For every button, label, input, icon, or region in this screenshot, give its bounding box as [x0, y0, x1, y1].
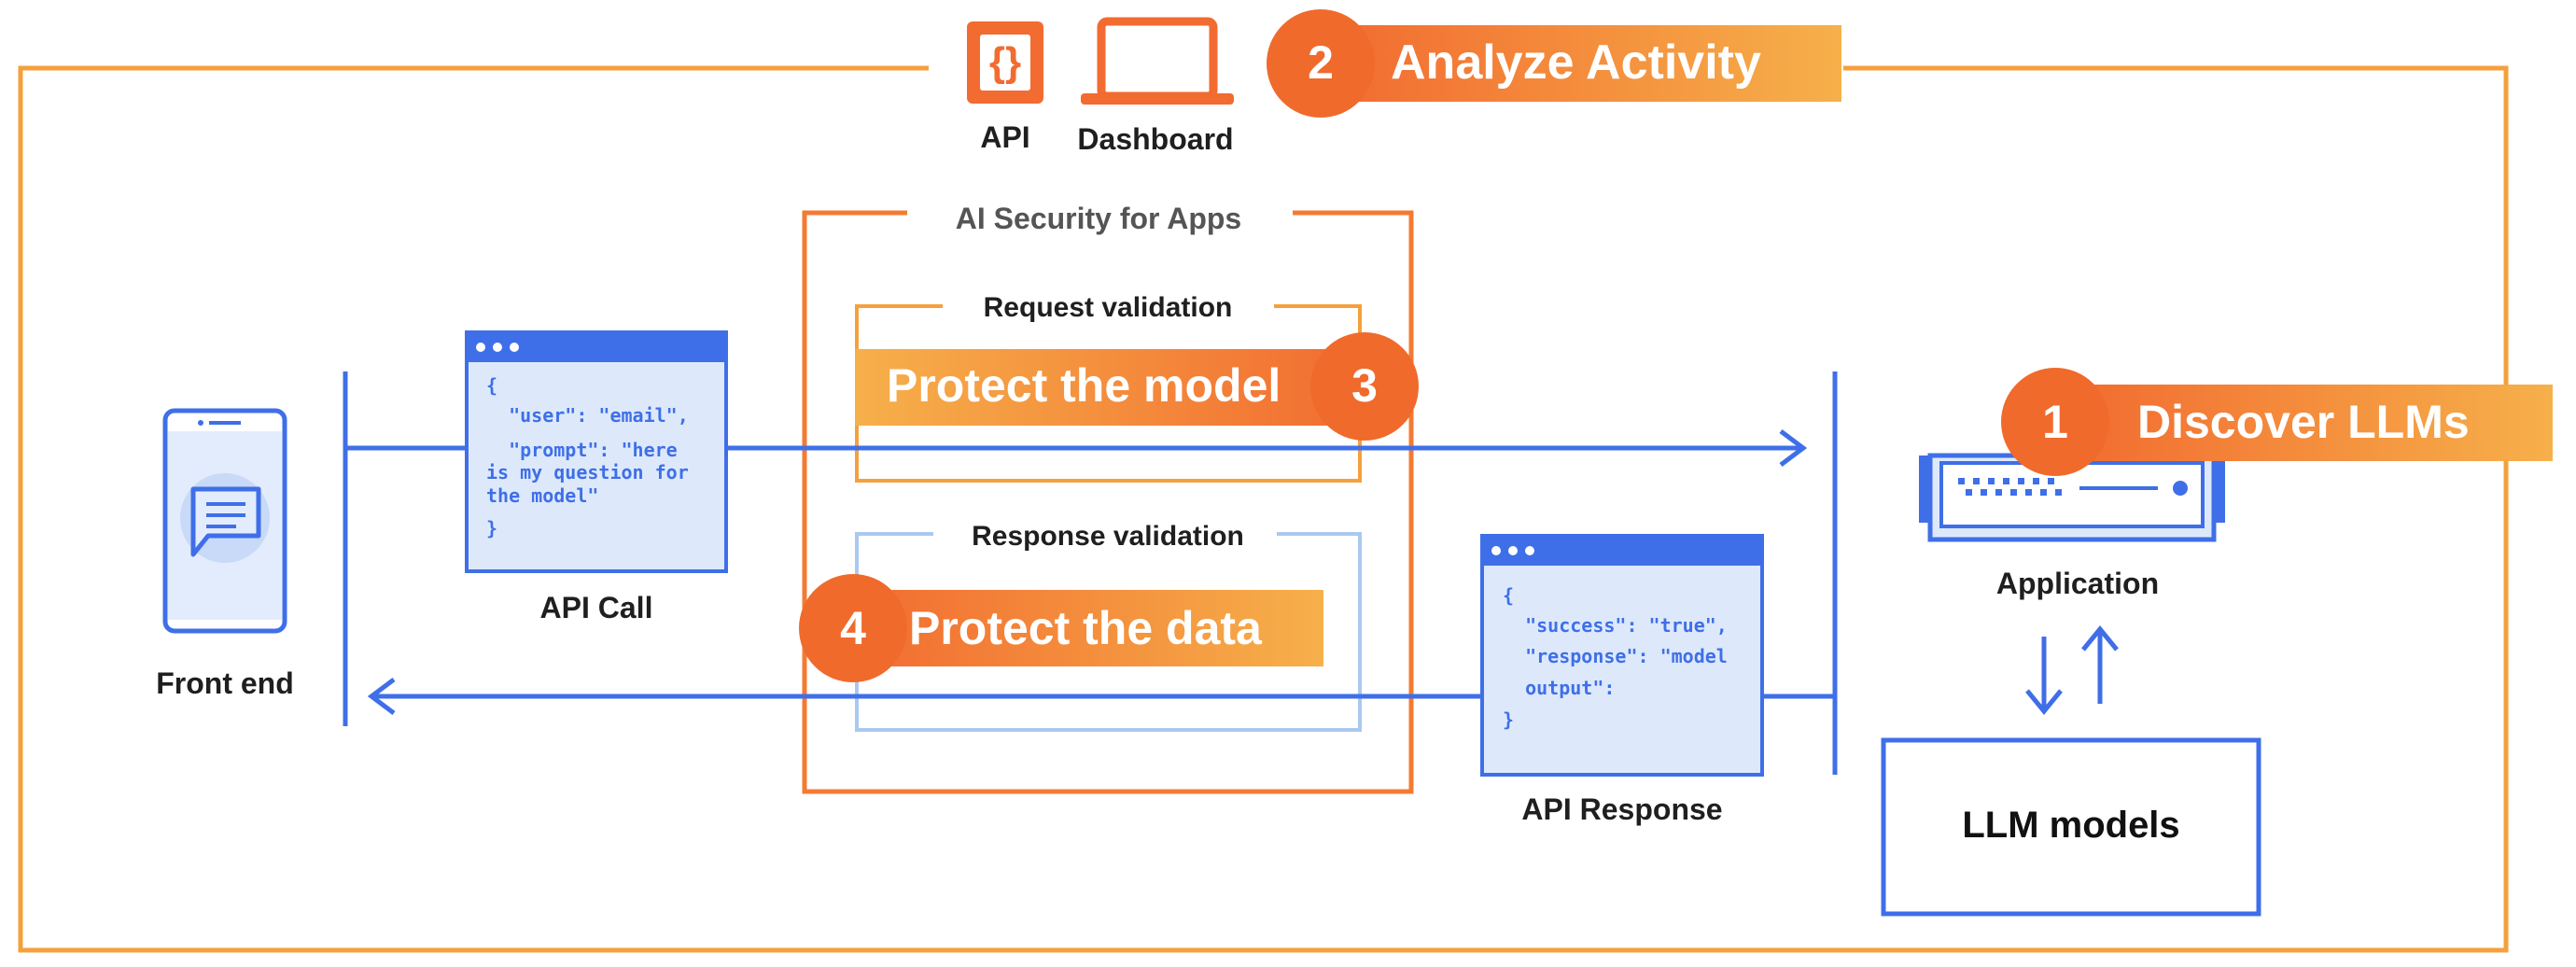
- api-call-code-line: }: [486, 517, 497, 540]
- step3-label: Protect the model: [887, 359, 1281, 412]
- step2-number: 2: [1308, 36, 1334, 89]
- front-end-label: Front end: [156, 666, 294, 700]
- phone-icon: [162, 408, 287, 634]
- api-label: API: [980, 120, 1029, 154]
- outer-frame: [18, 65, 2509, 953]
- llm-models-box: [1881, 737, 2261, 917]
- step1-number: 1: [2042, 396, 2068, 448]
- up-arrow-icon: [2081, 625, 2119, 704]
- llm-models-label: LLM models: [1962, 805, 2179, 846]
- api-call-code-line: {: [486, 374, 497, 397]
- step1-label: Discover LLMs: [2137, 396, 2470, 448]
- api-call-window: { "user": "email", "prompt": "here is my…: [0, 0, 767, 573]
- svg-text:{}: {}: [989, 39, 1021, 85]
- api-response-window: { "success": "true", "response": "model …: [1480, 534, 1764, 777]
- api-response-code-line: {: [1503, 584, 1514, 607]
- ai-security-box: [802, 210, 1414, 794]
- api-call-code-line: is my question for: [486, 461, 689, 484]
- api-response-label: API Response: [1521, 792, 1722, 826]
- down-arrow-icon: [2025, 637, 2063, 715]
- api-call-label: API Call: [540, 591, 653, 624]
- request-validation-label: Request validation: [984, 292, 1233, 323]
- laptop-icon: [1081, 17, 1234, 105]
- response-validation-label: Response validation: [972, 521, 1244, 552]
- step1-badge: 1 Discover LLMs: [2001, 368, 2553, 476]
- api-response-code-line: "success": "true",: [1503, 614, 1728, 637]
- api-call-code-line: the model": [486, 484, 598, 507]
- step3-number: 3: [1351, 359, 1378, 412]
- response-validation-box: [855, 532, 1362, 732]
- step2-label: Analyze Activity: [1391, 35, 1761, 90]
- api-response-code-line: }: [1503, 708, 1514, 731]
- step4-badge: 4 Protect the data: [799, 574, 1323, 682]
- api-call-code-line: "user": "email",: [486, 404, 689, 427]
- api-response-code-line: output":: [1503, 677, 1615, 699]
- svg-text:{ "success": "true",: { "success": "true", "response": "model …: [1503, 584, 1728, 731]
- step3-badge: Protect the model 3: [855, 332, 1419, 441]
- step4-label: Protect the data: [909, 602, 1263, 654]
- ai-security-title: AI Security for Apps: [956, 202, 1241, 235]
- application-label: Application: [1996, 567, 2159, 600]
- api-response-code-line: "response": "model: [1503, 645, 1728, 667]
- api-call-code-line: "prompt": "here: [486, 439, 678, 461]
- step2-badge: 2 Analyze Activity: [1267, 9, 1841, 118]
- step4-number: 4: [840, 602, 866, 654]
- dashboard-label: Dashboard: [1077, 122, 1233, 156]
- request-validation-box: [855, 304, 1362, 483]
- svg-text:{ "user": "email",: { "user": "email", "prompt": "here is my…: [0, 0, 767, 540]
- api-icon: {}: [967, 21, 1043, 104]
